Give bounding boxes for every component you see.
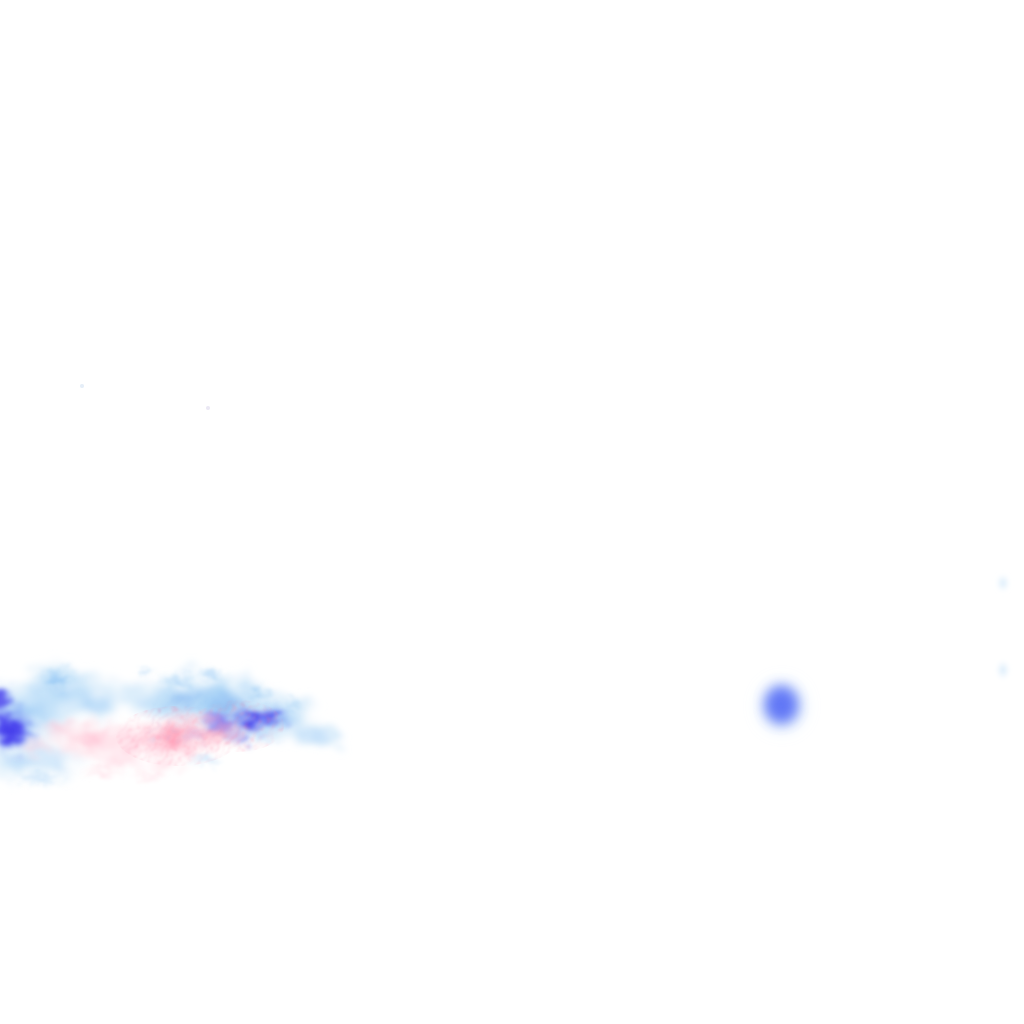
edge-specks bbox=[997, 574, 1009, 680]
plume-upper-wisps bbox=[28, 662, 310, 716]
isolated-blue-cell bbox=[756, 678, 808, 734]
plume-lower-fringe bbox=[6, 751, 226, 790]
trace-specks bbox=[80, 384, 210, 410]
